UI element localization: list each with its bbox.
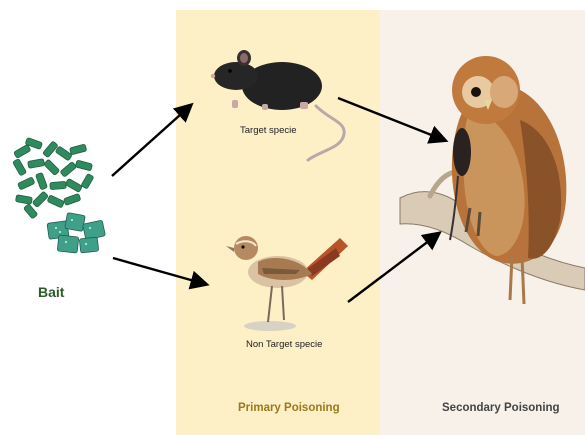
arrow-bait-to-target <box>112 106 190 176</box>
arrow-target-to-owl <box>338 98 444 140</box>
arrow-bait-to-nontarget <box>113 258 205 284</box>
secondary-poisoning-label: Secondary Poisoning <box>442 402 560 414</box>
owl-icon <box>400 56 585 304</box>
bird-icon <box>226 236 348 331</box>
non-target-species-label: Non Target specie <box>246 339 322 350</box>
target-species-label: Target specie <box>240 125 297 136</box>
bait-pellets-icon <box>13 137 106 253</box>
primary-poisoning-label: Primary Poisoning <box>238 402 340 414</box>
bait-label: Bait <box>38 284 64 300</box>
rat-icon <box>211 50 344 160</box>
arrow-nontarget-to-owl <box>348 234 438 302</box>
